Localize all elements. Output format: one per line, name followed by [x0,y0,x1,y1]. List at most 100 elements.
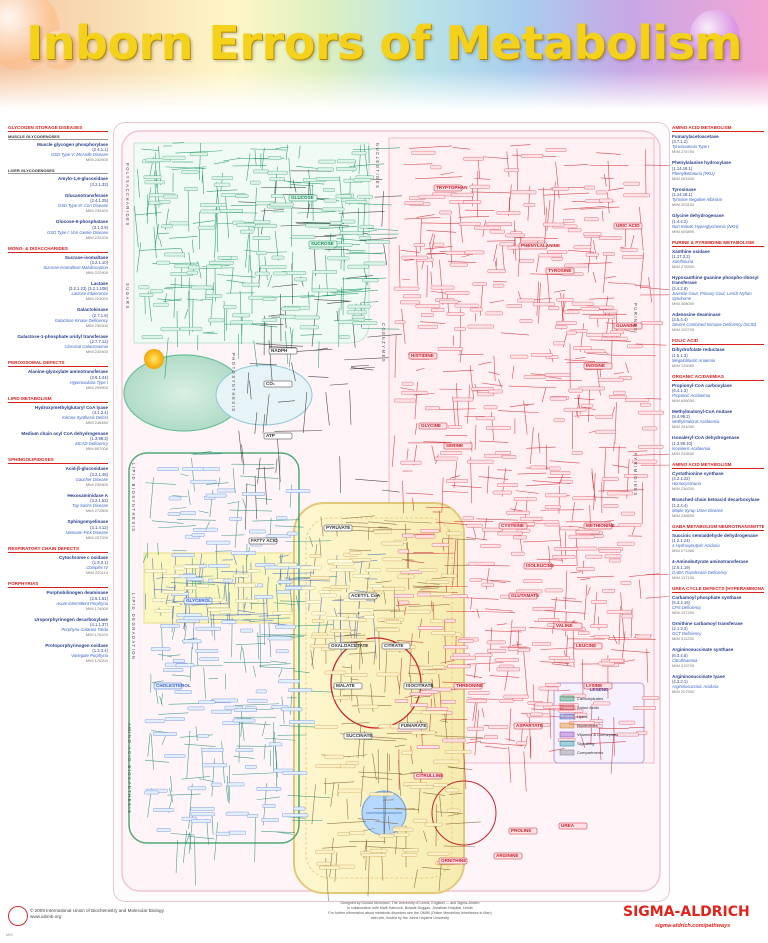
metabolite-node [193,528,207,532]
disorder-entry[interactable]: Phenylalanine hydroxylase(1.14.16.1)Phen… [672,160,764,180]
disorder-entry[interactable]: Alanine-glyoxylate aminotransferase(2.6.… [8,369,108,389]
metabolite-node [519,517,543,521]
disorder-entry[interactable]: Glucanotransferase(2.4.1.25)GSD Type III… [8,193,108,213]
disorder-entry[interactable]: Methylmalonyl-CoA mutase(5.4.99.2)Methyl… [672,409,764,429]
disorder-entry[interactable]: Galactokinase(2.7.1.6)Galactose Kinase D… [8,307,108,327]
metabolite-node [275,649,289,653]
pathway-arrow [238,721,241,763]
metabolite-label: LEUCINE [576,643,596,648]
section-heading: UREA CYCLE DEFECTS (HYPERAMMONAEMIA) [672,585,764,593]
disorder-entry[interactable]: Fumarylacetoacetase(3.7.1.2)Tyrosinaemia… [672,134,764,154]
pathway-arrow [195,726,198,741]
pathway-arrow [215,544,218,581]
disorder-entry[interactable]: Protoporphyrinogen oxidase(1.3.3.4)Varie… [8,643,108,663]
disorder-entry[interactable]: Sucrase-isomaltase(3.2.1.10)Sucrose-Isom… [8,255,108,275]
disorder-entry[interactable]: Sphingomyelinase(3.1.4.12)Niemann-Pick D… [8,519,108,539]
disorder-entry[interactable]: Porphobilinogen deaminase(2.5.1.61)Acute… [8,590,108,610]
pathway-arrow [191,458,195,492]
disorder-entry[interactable]: Hydroxymethylglutaryl CoA lyase(4.1.3.4)… [8,405,108,425]
pathway-arrow [470,191,510,194]
metabolite-node [445,788,459,793]
disorder-entry[interactable]: Tyrosinase(1.14.18.1)Tyrosine Negative A… [672,187,764,207]
disorder-entry[interactable]: Ornithine carbamoyl transferase(2.1.3.3)… [672,621,764,641]
pathway-arrow [226,279,246,284]
enzyme-name: Glucanotransferase [64,192,108,198]
disorder-entry[interactable]: Argininosuccinate synthase(6.3.4.5)Citru… [672,647,764,667]
pathway-arrow [161,734,167,745]
omim-number: MIM 137150 [672,574,695,580]
metabolite-node [351,151,367,156]
pathway-arrow [367,553,386,556]
disorder-entry[interactable]: Succinic semialdehyde dehydrogenase(1.2.… [672,533,764,553]
pathway-arrow [250,148,287,151]
disorder-entry[interactable]: Amylo-1,6-glucosidase(3.2.1.33) [8,176,108,186]
disorder-entry[interactable]: Hexosaminidase A(3.2.1.52)Tay Sachs Dise… [8,493,108,513]
metabolite-node [195,626,221,631]
side-label: COENZYMES [381,323,386,363]
disorder-entry[interactable]: Galactose-1-phosphate uridyl transferase… [8,334,108,354]
metabolite-node [324,754,344,759]
pathway-arrow [565,520,611,523]
pathway-arrow [349,549,372,552]
pathway-arrow [624,329,637,333]
metabolite-node [462,516,474,521]
disorder-entry[interactable]: Propionyl-CoA carboxylase(6.4.1.3)Propio… [672,383,764,403]
pathway-arrow [151,680,164,683]
disorder-entry[interactable]: Branched chain ketoacid decarboxylase(1.… [672,497,764,517]
metabolite-node [212,578,224,583]
ec-number: (6.3.4.16) [672,599,690,605]
metabolite-fatty-acid: FATTY ACID [248,537,278,545]
pathway-arrow [396,640,424,643]
metabolite-node [454,327,466,331]
pathway-arrow [329,837,334,878]
disorder-entry[interactable]: Dihydrofolate reductase(1.5.1.3)Megalobl… [672,347,764,367]
pathway-arrow [470,597,473,610]
disorder-entry[interactable]: Acid-β-glucosidase(3.2.1.45)Gaucher Dise… [8,466,108,486]
pathway-arrow [339,456,341,493]
pathway-arrow [176,519,216,521]
metabolite-node [538,686,559,691]
pathway-arrow [397,598,400,612]
disorder-entry[interactable]: Adenosine deaminase(3.5.4.4)Severe Combi… [672,312,764,332]
pathway-arrow [327,821,366,825]
disorder-entry[interactable]: Muscle glycogen phosphorylase(2.4.1.1)GS… [8,142,108,162]
metabolite-node [203,467,220,471]
metabolite-node [150,289,164,294]
metabolite-node [458,222,481,226]
pathway-arrow [337,238,368,242]
metabolite-node [599,198,613,203]
pathway-arrow [603,448,606,493]
disorder-entry[interactable]: Cystathionine synthase(4.2.1.22)Homocyst… [672,471,764,491]
metabolite-node [222,721,240,725]
disorder-entry[interactable]: Glucose-6-phosphatase(3.1.3.9)GSD Type I… [8,219,108,239]
disease-name: Megaloblastic Anaemia [672,357,716,363]
disorder-entry[interactable]: Medium chain acyl CoA dehydrogenase(1.3.… [8,431,108,451]
disorder-entry[interactable]: Isovaleryl-CoA dehydrogenase(1.3.99.10)I… [672,435,764,455]
metabolite-node [201,748,224,752]
metabolite-label: INOSINE [586,363,605,368]
pathway-arrow [498,378,502,389]
iubmb-link[interactable]: www.iubmb.org [30,914,62,919]
metabolite-label: FATTY ACID [251,538,278,543]
disorder-entry[interactable]: Glycine dehydrogenase(1.4.4.2)Non Ketoti… [672,213,764,233]
disorder-entry[interactable]: Argininosuccinate lyase(4.3.2.1)Arginino… [672,674,764,694]
sigma-aldrich-link[interactable]: sigma-aldrich.com/pathways [655,923,731,929]
pathway-arrow [629,573,659,577]
metabolite-node [430,165,442,170]
metabolite-node [279,314,296,319]
metabolite-node [545,683,561,687]
sigma-aldrich-logo[interactable]: SIGMA-ALDRICH [623,904,750,920]
disorder-entry[interactable]: 4-Aminobutyrate aminotransferase(2.6.1.1… [672,559,764,579]
pathway-arrow [298,145,301,159]
metabolite-node [446,808,461,813]
metabolite-node [574,712,588,717]
pathway-arrow [574,414,595,417]
disorder-entry[interactable]: Uroporphyrinogen decarboxylase(4.1.1.37)… [8,617,108,637]
disorder-entry[interactable]: Hypoxanthine guanine phospho-ribosyl tra… [672,275,764,306]
disorder-entry[interactable]: Carbamoyl phosphate synthase(6.3.4.16)CP… [672,595,764,615]
metabolite-node [339,335,350,339]
disorder-entry[interactable]: Lactase(3.2.1.23) (3.2.1.108)Lactose Int… [8,281,108,301]
